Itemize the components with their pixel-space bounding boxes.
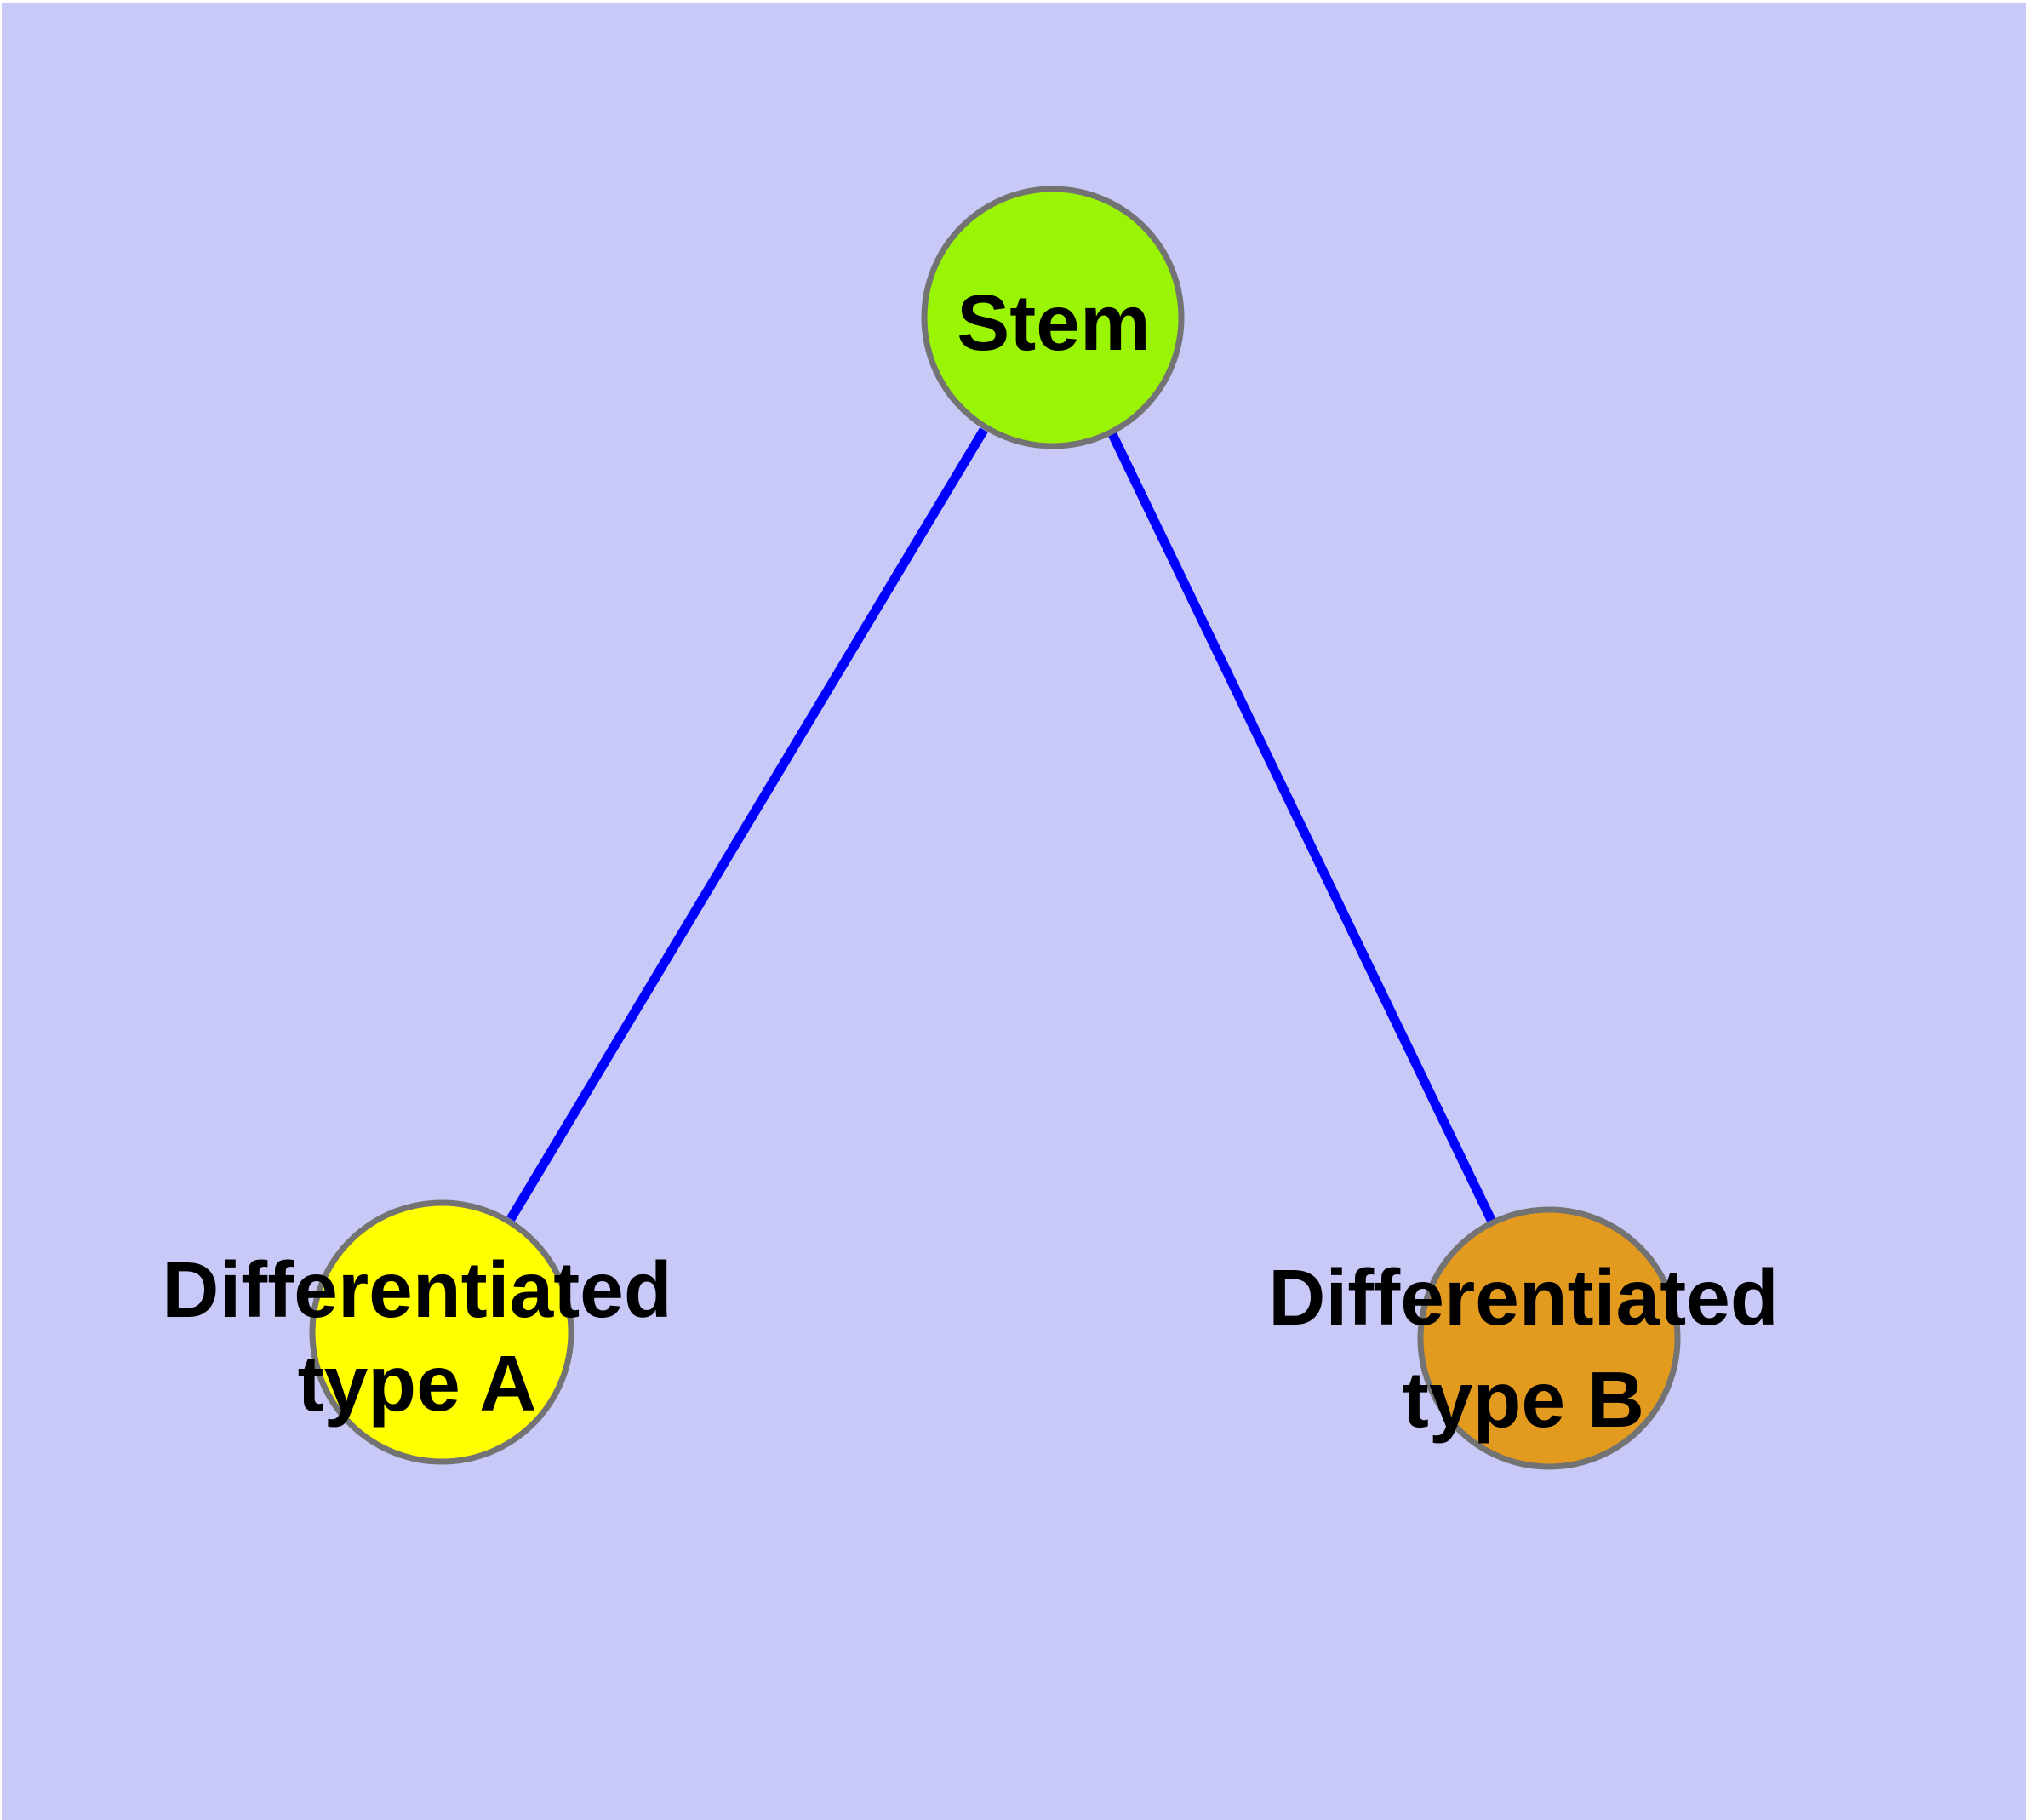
node-type-b-label-line2: type B: [1403, 1355, 1644, 1444]
edge-stem-to-type-a: [506, 427, 988, 1222]
edge-stem-to-type-b: [1107, 430, 1496, 1224]
node-type-a-label-line2: type A: [298, 1339, 537, 1428]
node-type-a-label-line1: Differentiated: [162, 1245, 672, 1334]
node-stem: [921, 186, 1185, 449]
node-differentiated-type-a: [309, 1199, 574, 1465]
node-differentiated-type-b: [1417, 1206, 1681, 1470]
node-type-b-label-line1: Differentiated: [1268, 1253, 1778, 1342]
node-stem-label: Stem: [957, 278, 1150, 367]
